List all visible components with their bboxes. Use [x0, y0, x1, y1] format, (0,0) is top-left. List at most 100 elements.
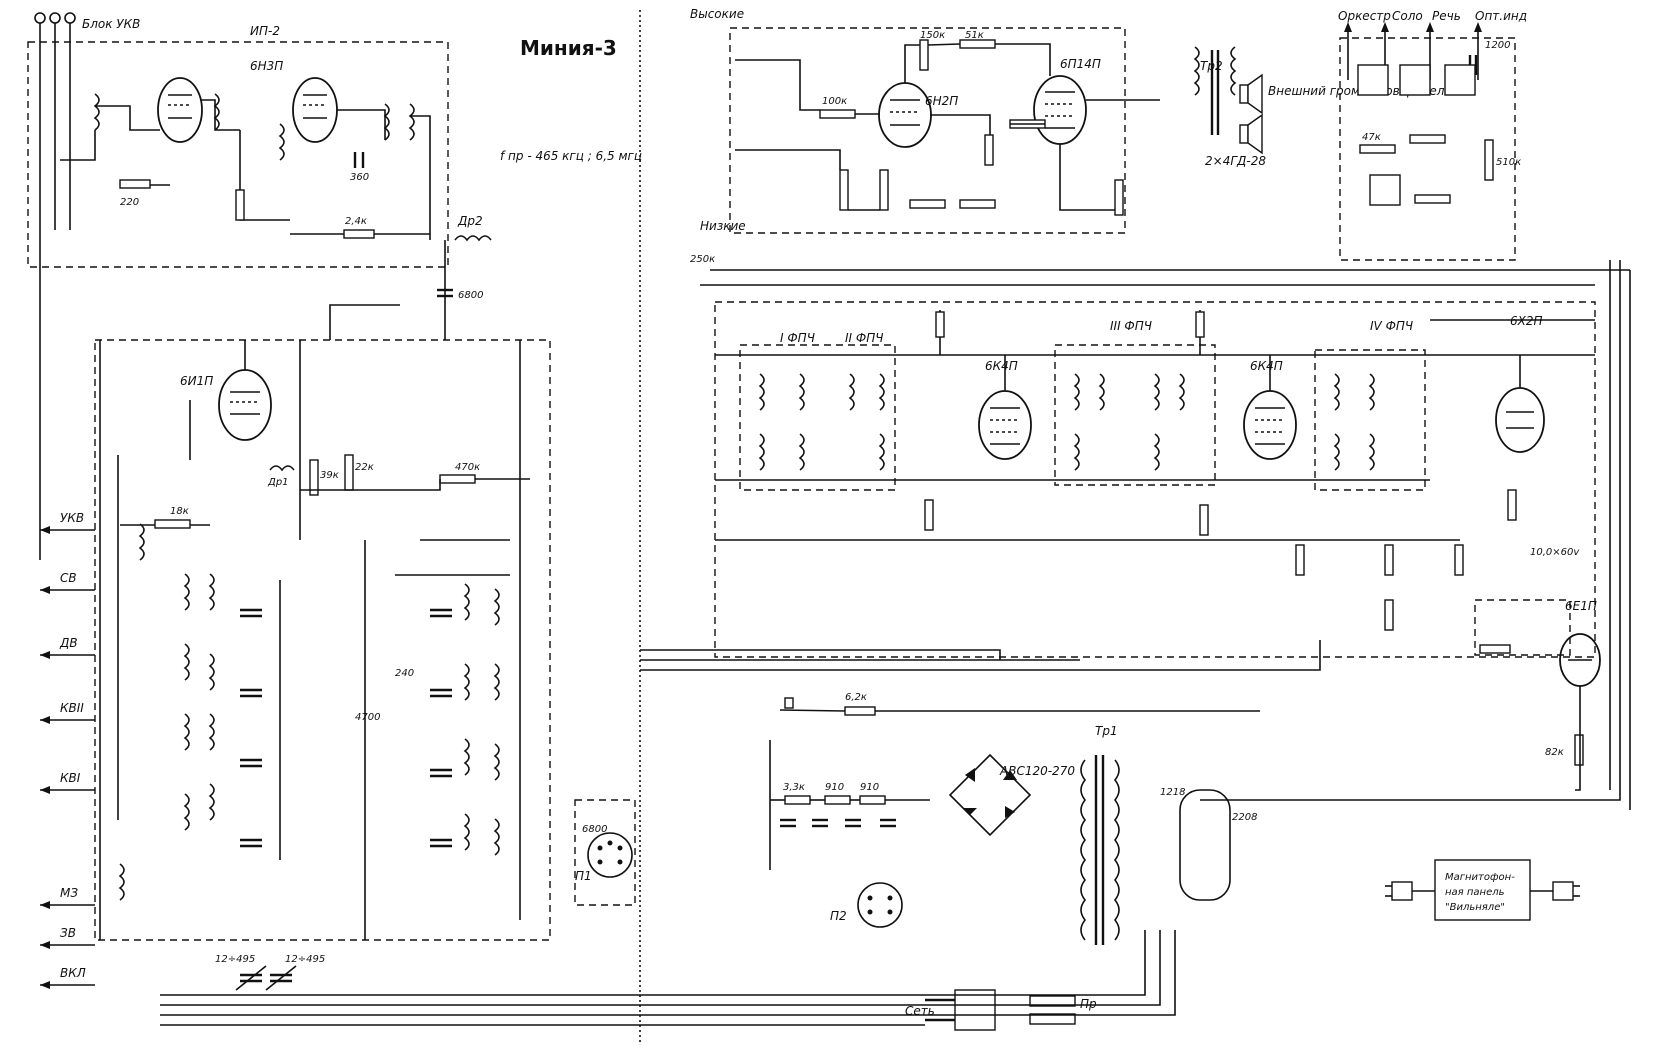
- ifc-2-label: II ФПЧ: [845, 331, 883, 345]
- res-150k-label: 150к: [920, 30, 945, 41]
- band-label-kv1: КВI: [60, 771, 81, 785]
- audio-components: [735, 39, 1160, 216]
- ip2-tube-2: [292, 77, 338, 143]
- band-label-mz: МЗ: [60, 886, 78, 900]
- band-label-dv: ДВ: [59, 636, 78, 650]
- if-wiring: [715, 310, 1595, 631]
- tube-6n2p: [878, 82, 932, 148]
- ifc-3-label: III ФПЧ: [1110, 319, 1152, 333]
- res-910a-label: 910: [825, 782, 844, 793]
- if-coils: [758, 373, 1375, 471]
- voltage-selector[interactable]: [1179, 789, 1231, 901]
- socket-p2-label: П2: [830, 909, 847, 923]
- cap-1200-label: 1200: [1485, 40, 1510, 51]
- tape-panel-line2: ная панель: [1445, 887, 1505, 898]
- rf-unit-block: [94, 339, 551, 941]
- register-orchestra: Оркестр: [1338, 9, 1391, 23]
- register-solo: Соло: [1392, 9, 1423, 23]
- indicator-block: [1474, 599, 1571, 656]
- socket-p1-label: П1: [575, 869, 592, 883]
- tube-6k4p-1: [978, 390, 1032, 460]
- socket-p2: [857, 882, 903, 928]
- mains-label: Сеть: [905, 1004, 935, 1018]
- choke-dr2-label: Др2: [457, 214, 483, 228]
- choke-dr2: [454, 235, 492, 242]
- band-coils-bank-1: [118, 523, 215, 901]
- ukv-block-label: Блок УКВ: [82, 17, 140, 31]
- ukv-input-terminals: [34, 12, 76, 560]
- cap-240: 240: [395, 668, 414, 679]
- tube-6i1p-label: 6И1П: [180, 374, 213, 388]
- register-opt-ind: Опт.инд: [1475, 9, 1527, 23]
- power-filter: [769, 709, 1260, 870]
- cap-6800-p1: 6800: [582, 824, 607, 835]
- band-label-ukv: УКВ: [60, 511, 84, 525]
- tube-6i1p: [218, 369, 272, 441]
- register-speech: Речь: [1432, 9, 1461, 23]
- tube-6e1p-label: 6Е1П: [1565, 599, 1597, 613]
- res-47k-label: 47к: [1362, 132, 1381, 143]
- ip2-block: [27, 41, 449, 268]
- ifc-1-label: I ФПЧ: [780, 331, 815, 345]
- res-470k-label: 470к: [455, 462, 480, 473]
- cap-6800-top: 6800: [458, 290, 483, 301]
- res-3-3k-label: 3,3к: [783, 782, 805, 793]
- res-510k-label: 510к: [1496, 157, 1521, 168]
- trimmer-caps: [240, 608, 452, 848]
- voltage-127: 1218: [1160, 787, 1185, 798]
- res-910b-label: 910: [860, 782, 879, 793]
- fuse-label: Пр: [1080, 997, 1097, 1011]
- socket-p1: [587, 832, 633, 878]
- res-18k-label: 18к: [170, 506, 189, 517]
- variable-capacitors: [235, 965, 297, 991]
- mains-plug: [925, 989, 996, 1031]
- choke-dr1-label: Др1: [267, 477, 289, 488]
- bottom-bus-lines: [160, 260, 1631, 1026]
- res-82k-label: 82к: [1545, 747, 1564, 758]
- band-coils-bank-2: [463, 583, 500, 856]
- ip2-label: ИП-2: [250, 24, 280, 38]
- res-22k: [344, 454, 354, 491]
- cap-4700: 4700: [355, 712, 380, 723]
- tape-panel-line3: "Вильняле": [1445, 902, 1505, 913]
- tone-high-label: Высокие: [690, 7, 744, 21]
- tr2-label: Тр2: [1200, 59, 1223, 73]
- tape-panel-line1: Магнитофон-: [1445, 872, 1515, 883]
- choke-dr1: [269, 465, 295, 472]
- varcap-2-label: 12÷495: [285, 954, 325, 965]
- res-220: 220: [120, 197, 139, 208]
- ip2-tube-1: [157, 77, 203, 143]
- cap-10x60v-label: 10,0×60v: [1530, 547, 1580, 558]
- res-18k: [154, 519, 191, 529]
- tube-6k4p-1-label: 6К4П: [985, 359, 1018, 373]
- rectifier-label: АВС120-270: [999, 764, 1075, 778]
- tube-6p14p: [1033, 75, 1087, 145]
- band-label-sv: СВ: [60, 571, 77, 585]
- register-switch-block: [1339, 37, 1516, 261]
- tape-panel-plugs: [1385, 881, 1580, 901]
- res-51k-label: 51к: [965, 30, 984, 41]
- ip2-wiring: [60, 99, 431, 240]
- res-2-4k: 2,4к: [345, 216, 367, 227]
- res-6-2k: [844, 706, 876, 716]
- band-label-vkl: ВКЛ: [60, 966, 86, 980]
- speakers-type-label: 2×4ГД-28: [1205, 154, 1266, 168]
- tube-6e1p: [1559, 633, 1601, 687]
- tube-6x2p: [1495, 387, 1545, 453]
- if-frequency-note: f пр - 465 кгц ; 6,5 мгц: [500, 149, 642, 163]
- tube-6n3p-label: 6Н3П: [250, 59, 283, 73]
- varcap-1-label: 12÷495: [215, 954, 255, 965]
- tape-panel: [1434, 859, 1531, 921]
- res-39k-label: 39к: [320, 470, 339, 481]
- band-label-kv2: КВII: [60, 701, 84, 715]
- tube-6k4p-2: [1243, 390, 1297, 460]
- schematic-title: Миния-3: [520, 36, 617, 60]
- speakers: [1239, 73, 1263, 155]
- res-100k-audio-label: 100к: [822, 96, 847, 107]
- tube-6k4p-2-label: 6К4П: [1250, 359, 1283, 373]
- band-selector-arrows: [40, 526, 95, 989]
- fuse: [1029, 995, 1076, 1007]
- res-39k: [309, 459, 319, 496]
- res-6-2k-label: 6,2к: [845, 692, 867, 703]
